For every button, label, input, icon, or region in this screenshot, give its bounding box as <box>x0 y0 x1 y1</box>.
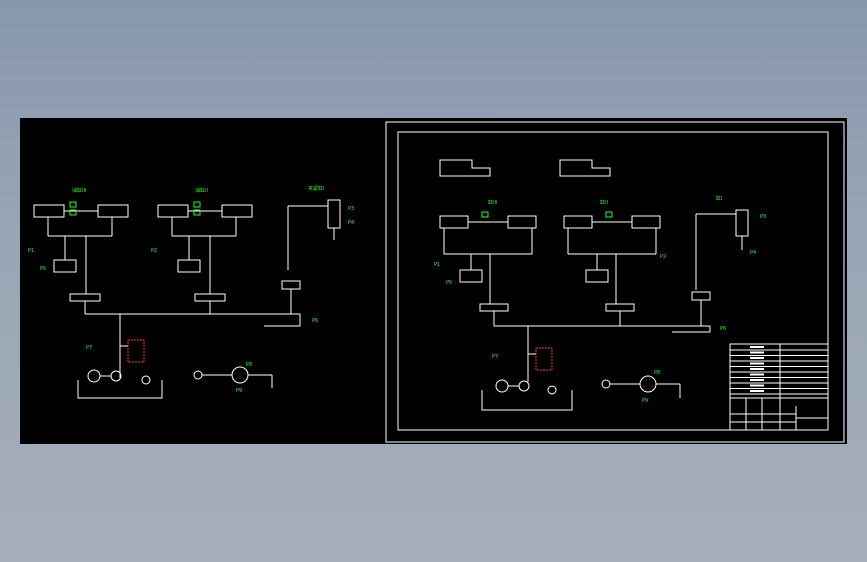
sheet-outer-border <box>385 121 845 443</box>
title-block-cell-fill <box>750 373 764 376</box>
right-cyl2-icon <box>563 215 593 229</box>
left-tag-b: P2 <box>151 248 157 254</box>
left-tag-g: P7 <box>86 345 92 351</box>
left-cyl1-title: 油缸III <box>72 187 86 194</box>
right-cyl1-title: 缸III <box>488 199 497 206</box>
title-block-cell-fill <box>750 362 764 365</box>
right-tag-d: P4 <box>750 250 756 256</box>
title-block-cell-fill <box>750 357 764 359</box>
right-tag-b: P2 <box>660 254 666 260</box>
right-tag-f: P6 <box>720 326 726 332</box>
drawing-viewport[interactable]: 油缸III P1 油缸II P2 夹紧缸I P3 P4 <box>20 118 847 444</box>
left-tag-h: P8 <box>246 362 252 368</box>
left-cyl2-title: 油缸II <box>195 187 208 194</box>
title-block <box>729 343 829 431</box>
left-throttle2-icon <box>177 259 201 273</box>
left-dirvalve3-icon <box>281 280 301 290</box>
right-gauge-icon <box>639 375 657 393</box>
right-tag-i: P9 <box>642 398 648 404</box>
left-throttle1-icon <box>53 259 77 273</box>
sheet-inner-frame <box>397 131 829 431</box>
right-cyl3-icon <box>735 209 749 237</box>
left-cyl1b-icon <box>97 204 129 218</box>
title-block-cell-fill <box>750 368 764 370</box>
left-cyl1-icon <box>33 204 65 218</box>
title-block-cell-fill <box>750 390 764 392</box>
left-cyl3-icon <box>327 199 341 229</box>
right-throttle2-icon <box>585 269 609 283</box>
right-tank-icon <box>481 390 573 411</box>
right-cyl3-title: 缸I <box>716 195 722 202</box>
left-tag-c: P3 <box>348 206 354 212</box>
left-dirvalve2-icon <box>194 293 226 302</box>
left-circuit: 油缸III P1 油缸II P2 夹紧缸I P3 P4 <box>28 185 354 399</box>
left-gauge-icon <box>231 366 249 384</box>
title-block-cell-fill <box>750 384 764 387</box>
right-filter-icon <box>547 385 557 395</box>
title-block-cell-fill <box>750 346 764 348</box>
right-dirvalve3-icon <box>691 291 711 301</box>
right-dirvalve2-icon <box>605 303 635 312</box>
right-pump-icon <box>518 380 530 392</box>
title-block-cell-fill <box>750 351 764 354</box>
right-tag-a: P1 <box>434 262 440 268</box>
right-relief-valve-icon <box>535 347 553 371</box>
left-tag-a: P1 <box>28 248 34 254</box>
right-tag-h: P8 <box>654 370 660 376</box>
left-tag-i: P9 <box>236 388 242 394</box>
left-motor-icon <box>87 369 101 383</box>
left-tag-f: P6 <box>312 318 318 324</box>
right-dirvalve1-icon <box>479 303 509 312</box>
left-relief-valve-icon <box>127 339 145 363</box>
left-tank-icon <box>77 380 163 399</box>
right-cyl2-title: 缸II <box>600 199 608 206</box>
right-motor-icon <box>495 379 509 393</box>
right-tag-c: P3 <box>760 214 766 220</box>
left-cyl2-icon <box>157 204 189 218</box>
right-tag-e: P5 <box>446 280 452 286</box>
cad-drawing: 油缸III P1 油缸II P2 夹紧缸I P3 P4 <box>28 121 845 443</box>
title-block-cell-fill <box>750 379 764 381</box>
left-tag-d: P4 <box>348 220 354 226</box>
left-cyl3-title: 夹紧缸I <box>308 185 324 192</box>
right-throttle1-icon <box>459 269 483 283</box>
right-tag-g: P7 <box>492 354 498 360</box>
left-dirvalve1-icon <box>69 293 101 302</box>
left-tag-e: P5 <box>40 266 46 272</box>
right-circuit: 缸III P1 缸II P2 缸I P3 P4 <box>434 159 766 411</box>
left-filter-icon <box>141 375 151 385</box>
right-cyl1-icon <box>439 215 469 229</box>
